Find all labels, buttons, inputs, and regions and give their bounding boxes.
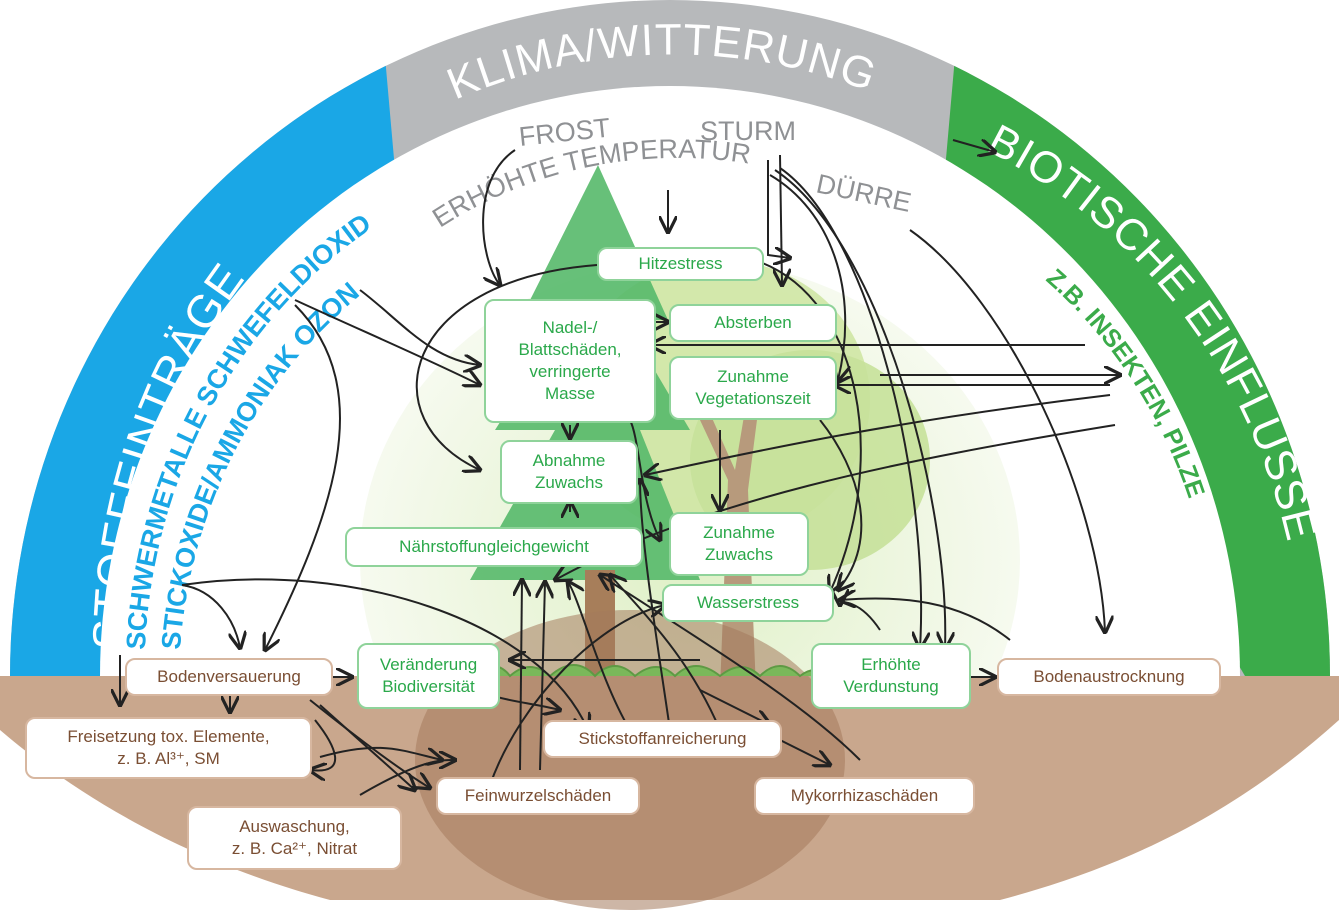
arrows xyxy=(120,140,1120,796)
mykorrhizaschaeden-box: Mykorrhizaschäden xyxy=(754,777,975,815)
zunahme-vegetationszeit-box: Zunahme Vegetationszeit xyxy=(669,356,837,420)
bodenaustrocknung-box: Bodenaustrocknung xyxy=(997,658,1221,696)
freisetzung-box: Freisetzung tox. Elemente, z. B. Al³⁺, S… xyxy=(25,717,312,779)
veraenderung-biodiversitaet-box: Veränderung Biodiversität xyxy=(357,643,500,709)
absterben-box: Absterben xyxy=(669,304,837,342)
climate-sturm: STURM xyxy=(700,116,796,146)
stickstoffanreicherung-box: Stickstoffanreicherung xyxy=(543,720,782,758)
wasserstress-box: Wasserstress xyxy=(662,584,834,622)
hitzestress-box: Hitzestress xyxy=(597,247,764,281)
bodenversauerung-box: Bodenversauerung xyxy=(125,658,333,696)
abnahme-zuwachs-box: Abnahme Zuwachs xyxy=(500,440,638,504)
root-zone xyxy=(415,610,845,910)
feinwurzelschaeden-box: Feinwurzelschäden xyxy=(436,777,640,815)
erhoehte-verdunstung-box: Erhöhte Verdunstung xyxy=(811,643,971,709)
zunahme-zuwachs-box: Zunahme Zuwachs xyxy=(669,512,809,576)
nadel-blattschaeden-box: Nadel-/ Blattschäden, verringerte Masse xyxy=(484,299,656,423)
naehrstoffungleichgewicht-box: Nährstoffungleichgewicht xyxy=(345,527,643,567)
auswaschung-box: Auswaschung, z. B. Ca²⁺, Nitrat xyxy=(187,806,402,870)
